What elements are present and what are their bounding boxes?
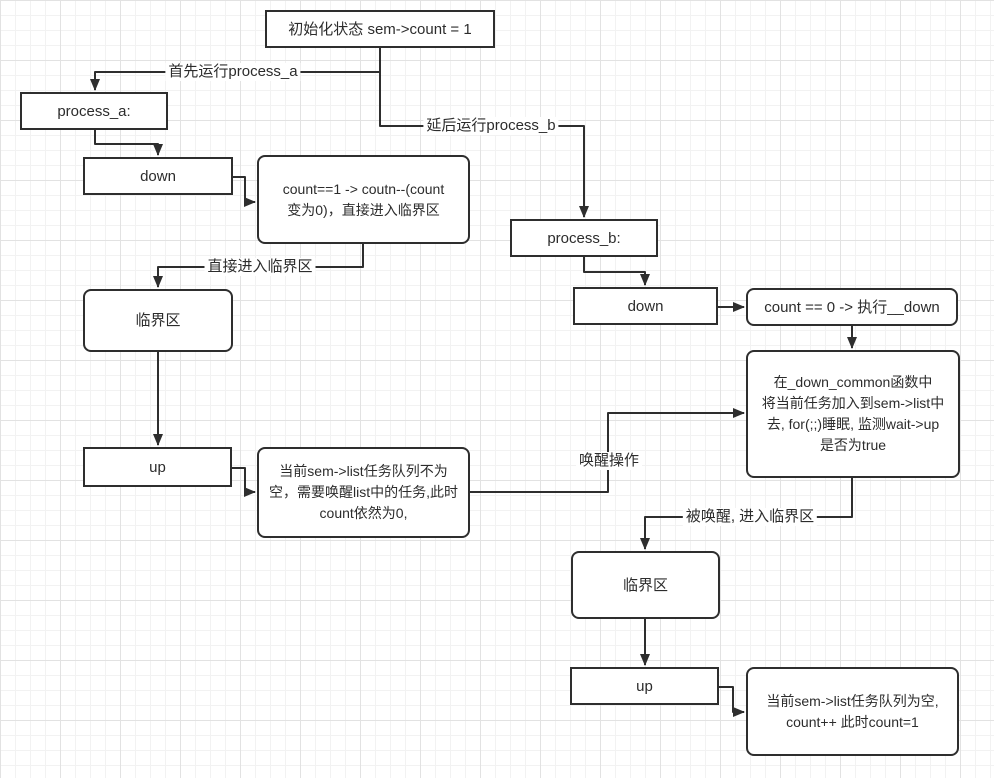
edge-label-enter-critical[interactable]: 直接进入临界区 <box>204 258 316 276</box>
node-critical-section-a[interactable]: 临界区 <box>83 289 233 352</box>
note-exec-down[interactable]: count == 0 -> 执行__down <box>746 288 958 326</box>
note-count-decrement-label: count==1 -> coutn--(count 变为0)，直接进入临界区 <box>282 180 445 218</box>
edge-down-a-to-note[interactable] <box>233 176 256 207</box>
note-count-decrement[interactable]: count==1 -> coutn--(count 变为0)，直接进入临界区 <box>257 155 470 244</box>
node-up-a-label: up <box>149 458 166 476</box>
note-down-common[interactable]: 在_down_common函数中 将当前任务加入到sem->list中 去, f… <box>746 350 960 478</box>
edge-label-woken[interactable]: 被唤醒, 进入临界区 <box>682 508 818 526</box>
note-exec-down-label: count == 0 -> 执行__down <box>764 298 940 316</box>
node-up-a[interactable]: up <box>83 447 232 487</box>
edge-up-b-to-note[interactable] <box>719 686 745 717</box>
edge-label-wakeup[interactable]: 唤醒操作 <box>575 452 643 470</box>
note-count-increment-label: 当前sem->list任务队列为空, count++ 此时count=1 <box>766 692 939 730</box>
note-wake-list-task[interactable]: 当前sem->list任务队列不为 空，需要唤醒list中的任务,此时 coun… <box>257 447 470 538</box>
node-down-b-label: down <box>627 297 664 315</box>
node-critical-section-b-label: 临界区 <box>622 576 668 594</box>
node-down-a-label: down <box>140 167 176 185</box>
node-critical-section-a-label: 临界区 <box>135 312 181 329</box>
node-process-b-label: process_b: <box>547 229 621 247</box>
node-init-state[interactable]: 初始化状态 sem->count = 1 <box>265 10 495 48</box>
node-down-a[interactable]: down <box>83 157 233 195</box>
edge-process-a-to-down-a[interactable] <box>94 130 163 156</box>
node-process-a-label: process_a: <box>57 102 131 120</box>
node-process-a[interactable]: process_a: <box>20 92 168 130</box>
edge-label-run-process-b[interactable]: 延后运行process_b <box>423 117 559 135</box>
node-critical-section-b[interactable]: 临界区 <box>571 551 720 619</box>
node-process-b[interactable]: process_b: <box>510 219 658 257</box>
edge-label-run-process-a[interactable]: 首先运行process_a <box>165 63 301 81</box>
note-wake-list-task-label: 当前sem->list任务队列不为 空，需要唤醒list中的任务,此时 coun… <box>269 463 458 521</box>
node-up-b-label: up <box>636 677 653 695</box>
node-down-b[interactable]: down <box>573 287 718 325</box>
note-count-increment[interactable]: 当前sem->list任务队列为空, count++ 此时count=1 <box>746 667 959 756</box>
node-up-b[interactable]: up <box>570 667 719 705</box>
note-down-common-label: 在_down_common函数中 将当前任务加入到sem->list中 去, f… <box>761 374 945 453</box>
node-init-state-label: 初始化状态 sem->count = 1 <box>288 20 472 38</box>
edge-up-a-to-note[interactable] <box>232 467 256 497</box>
edge-process-b-to-down-b[interactable] <box>583 257 650 286</box>
